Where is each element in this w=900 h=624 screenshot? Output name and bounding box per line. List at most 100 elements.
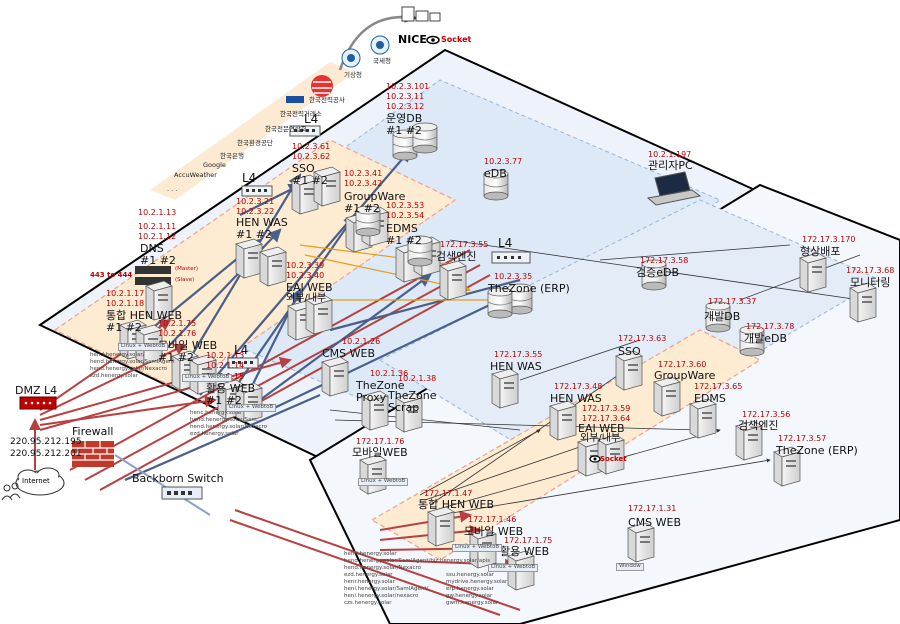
dev-eai-ip-2: 172.17.3.64 bbox=[582, 414, 631, 423]
mobile-web-server-2[interactable] bbox=[189, 354, 217, 395]
hen-was-ip-2: 10.2.3.22 bbox=[236, 207, 275, 216]
groupware-label: GroupWare bbox=[344, 190, 406, 203]
hen-was-server-2[interactable] bbox=[259, 246, 287, 287]
dev-hen-was-ip: 172.17.3.55 bbox=[494, 350, 543, 359]
dev-cms-web-ip: 172.17.1.31 bbox=[628, 504, 677, 513]
admin-pc-label: 관리자PC bbox=[648, 159, 693, 172]
admin-pc-ip: 10.2.1.197 bbox=[648, 150, 692, 159]
dev-sso-ip: 172.17.3.63 bbox=[618, 334, 667, 343]
hen-web-ip-1: 10.2.1.17 bbox=[106, 289, 145, 298]
dev-mobile-web-server[interactable] bbox=[359, 454, 387, 495]
thezone-proxy-server[interactable] bbox=[361, 390, 389, 431]
l4-switch-a[interactable] bbox=[241, 185, 273, 197]
verify-db-cylinder[interactable] bbox=[641, 259, 667, 291]
deploy-server[interactable] bbox=[799, 252, 827, 293]
groupware-units: #1 #2 bbox=[344, 202, 380, 215]
host-c-4: henr.henergy.solar bbox=[344, 579, 395, 586]
dev-thezone-server[interactable] bbox=[773, 446, 801, 487]
firewall-ip-2: 220.95.212.201 bbox=[10, 449, 82, 459]
dmz-l4-label: DMZ L4 bbox=[15, 384, 58, 397]
monitor-server[interactable] bbox=[849, 282, 877, 323]
eai-web-server-2[interactable] bbox=[305, 294, 333, 335]
dns-server-icon[interactable] bbox=[145, 280, 173, 321]
eai-web-label: EAI WEB bbox=[286, 281, 333, 294]
dev-cms-web-server[interactable] bbox=[627, 522, 655, 563]
nice-label: NICE bbox=[398, 33, 427, 46]
hen-was-label: HEN WAS bbox=[236, 216, 288, 229]
dev-mobile-web-b-label: 모바일 WEB bbox=[464, 525, 524, 538]
host-b-3: ezd.henergy.solar bbox=[190, 430, 239, 437]
host-d-3: gw.henergy.solar bbox=[446, 593, 493, 600]
nice-socket-label: Socket bbox=[441, 35, 472, 44]
thezone-db-cylinder[interactable] bbox=[507, 283, 533, 315]
l4-switch-b[interactable] bbox=[227, 357, 259, 369]
dmz-l4-device[interactable] bbox=[19, 396, 57, 410]
edms-db-cylinder[interactable] bbox=[407, 235, 433, 267]
prod-db-cylinder-2[interactable] bbox=[412, 122, 438, 154]
prod-db-label: 운영DB bbox=[386, 112, 423, 125]
cms-web-server[interactable] bbox=[321, 356, 349, 397]
admin-laptop-icon[interactable] bbox=[646, 171, 702, 206]
thezone-scrap-server[interactable] bbox=[395, 392, 423, 433]
dev-hen-was-b-server[interactable] bbox=[549, 400, 577, 441]
hosts-list-c: hend.henergy.solar hend.henergy.solar/Sa… bbox=[344, 551, 490, 607]
deploy-ip: 172.17.3.170 bbox=[802, 235, 856, 244]
dev-sso-label: SSO bbox=[618, 345, 641, 358]
dev-hen-web-ip: 172.17.1.47 bbox=[424, 489, 473, 498]
thezone-proxy-ip: 10.2.1.36 bbox=[370, 369, 409, 378]
hosts-list-b: henc.henergy.solar hend.henergy.solar/Sa… bbox=[190, 410, 267, 438]
dns-units: #1 #2 bbox=[140, 254, 176, 267]
dev-eai-ip-1: 172.17.3.59 bbox=[582, 404, 631, 413]
dev-edms-label: EDMS bbox=[694, 392, 726, 405]
dev-hen-was-server[interactable] bbox=[491, 368, 519, 409]
dev-mobile-web-tag: Linux + WebtoB bbox=[358, 478, 409, 486]
dev-db-cylinder[interactable] bbox=[705, 301, 731, 333]
dev-eai-sub: 외부/내부 bbox=[580, 433, 621, 444]
firewall-icon[interactable] bbox=[72, 441, 114, 467]
dev-thezone-label: TheZone (ERP) bbox=[776, 444, 858, 457]
search-engine-server[interactable] bbox=[439, 260, 467, 301]
host-d-0: ssu.henergy.solar bbox=[446, 572, 494, 578]
server-group bbox=[119, 166, 877, 591]
dev-cms-web-label: CMS WEB bbox=[628, 516, 682, 529]
erp-l4-label: L4 bbox=[498, 236, 513, 250]
host-a-3: szd.henergy.solar bbox=[90, 372, 138, 379]
eai-web-ip-2: 10.2.3.40 bbox=[286, 271, 325, 280]
thezone-scrap-ip: 10.2.1.38 bbox=[398, 374, 437, 383]
edb-cylinder[interactable] bbox=[483, 169, 509, 201]
dev-edb-label: 개발eDB bbox=[744, 332, 788, 345]
kpx-logo-icon bbox=[286, 96, 304, 103]
l4-switch-sso[interactable] bbox=[289, 125, 321, 137]
lines-dev bbox=[329, 239, 861, 516]
backbone-switch[interactable] bbox=[161, 486, 203, 500]
dev-edb-cylinder[interactable] bbox=[739, 325, 765, 357]
groupware-db-cylinder[interactable] bbox=[355, 205, 381, 237]
hen-was-ip-1: 10.2.3.21 bbox=[236, 197, 275, 206]
sso-server-2[interactable] bbox=[313, 166, 341, 207]
dev-edms-server[interactable] bbox=[689, 398, 717, 439]
dev-search-server[interactable] bbox=[735, 420, 763, 461]
groupware-ip-1: 10.2.3.41 bbox=[344, 169, 383, 178]
search-engine-ip: 172.17.3.55 bbox=[440, 240, 489, 249]
host-c-7: czs.henergy.solar bbox=[344, 600, 392, 607]
sso-units: #1 #2 bbox=[292, 174, 328, 187]
dns-ip-1: 10.2.1.11 bbox=[138, 222, 177, 231]
dev-sso-server[interactable] bbox=[615, 350, 643, 391]
thezone-db-cylinder-2[interactable] bbox=[487, 287, 513, 319]
sso-server-1[interactable] bbox=[291, 174, 319, 215]
edms-label: EDMS bbox=[386, 222, 418, 235]
dns-switch-rack[interactable] bbox=[135, 266, 171, 285]
firewall-label: Firewall bbox=[72, 425, 114, 438]
mobile-web-ip-2: 10.2.1.76 bbox=[158, 329, 197, 338]
host-c-2: hend.henergy.solar/Nexacro bbox=[344, 565, 422, 572]
dev-hen-was-b-ip: 172.17.3.48 bbox=[554, 382, 603, 391]
host-b-2: hend.henergy.solar/Nexacro bbox=[190, 423, 268, 430]
dev-hen-web-server[interactable] bbox=[427, 506, 455, 547]
host-a-2: hend.henergy.solar/Nexacro bbox=[90, 365, 168, 372]
l4-switch-erp[interactable] bbox=[491, 251, 531, 264]
hen-was-server-1[interactable] bbox=[235, 238, 263, 279]
dev-groupware-server[interactable] bbox=[653, 376, 681, 417]
mobile-web-tag: Linux + WebtoB bbox=[182, 374, 233, 382]
app-web-ip-1: 10.2.1.13 bbox=[206, 351, 245, 360]
